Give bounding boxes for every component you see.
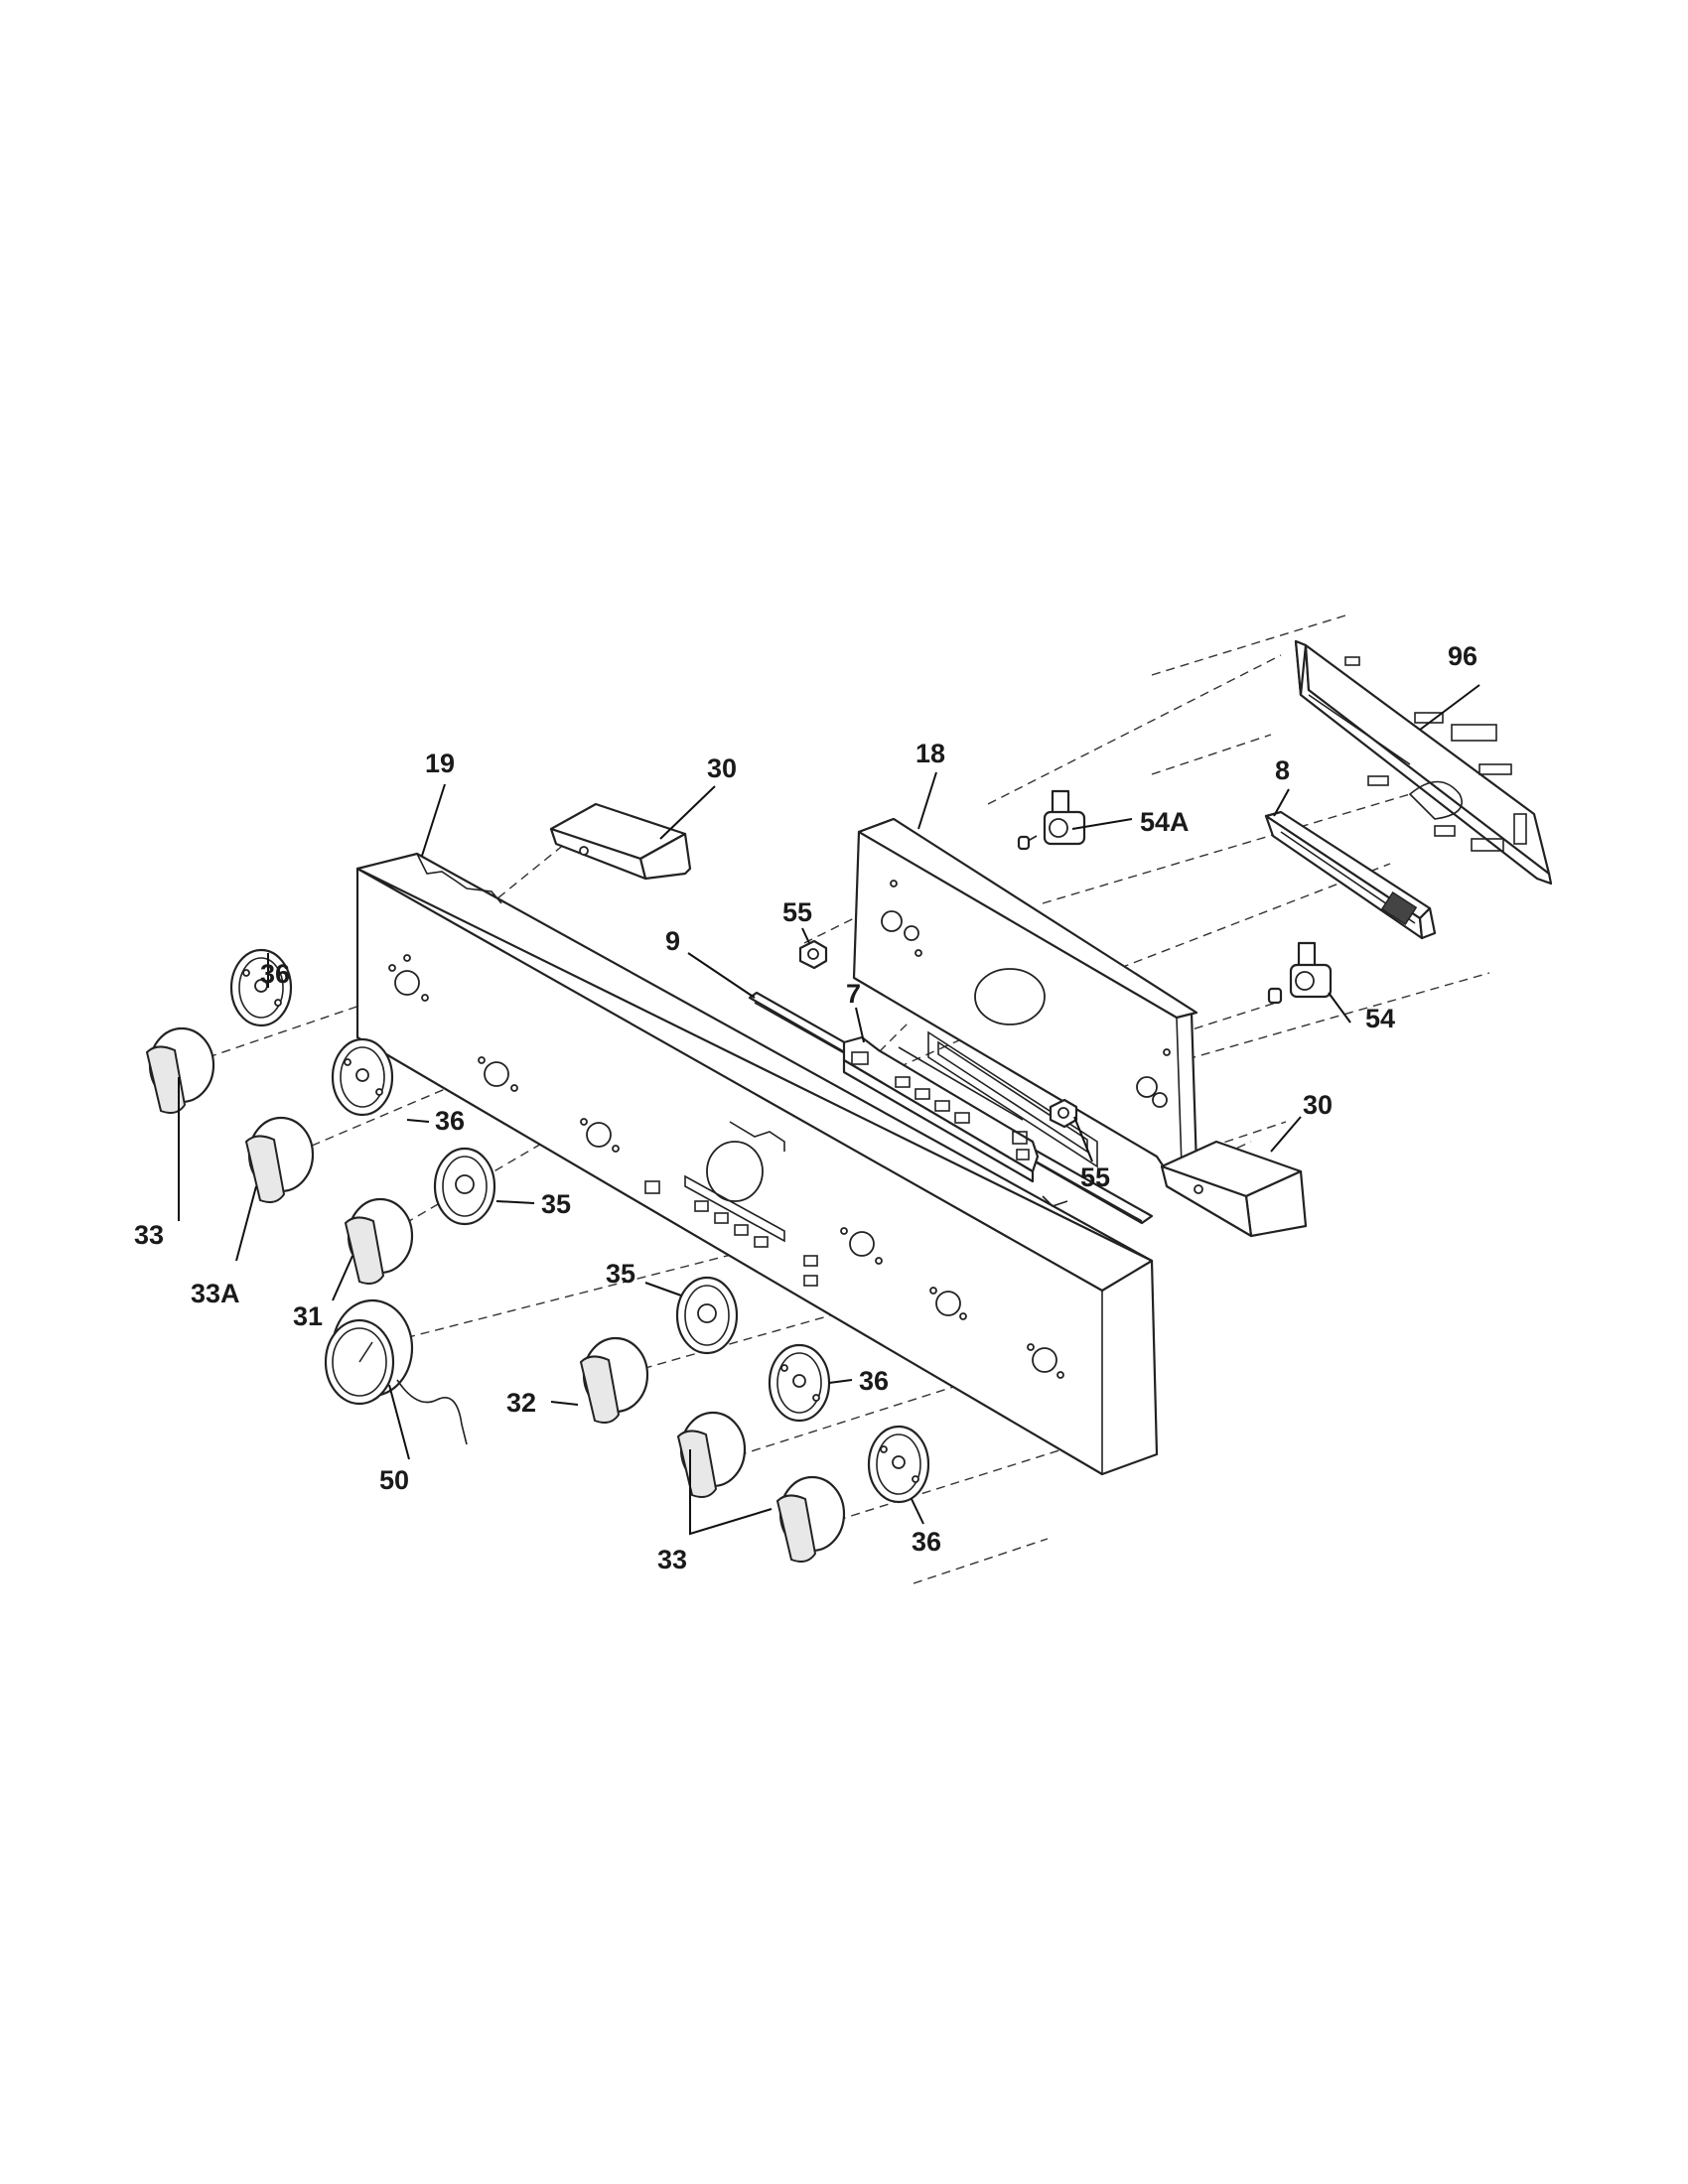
callout-30-lower: 30 — [1303, 1090, 1333, 1120]
knob-33-mid — [676, 1411, 747, 1498]
knob-33-left — [145, 1026, 215, 1114]
callout-36-d: 36 — [912, 1527, 941, 1557]
callout-55-lower: 55 — [1080, 1162, 1110, 1192]
knob-33A — [244, 1116, 315, 1203]
bezel-35-a — [433, 1147, 496, 1226]
callout-32: 32 — [506, 1388, 536, 1418]
control-board-96 — [1294, 639, 1553, 886]
knob-32 — [579, 1336, 649, 1424]
callout-36-b: 36 — [435, 1106, 465, 1136]
bezel-36-c — [768, 1343, 831, 1423]
knob-31 — [344, 1197, 414, 1285]
callout-labels: 96 18 8 19 30 54A 55 9 7 36 54 36 55 30 … — [134, 641, 1477, 1574]
callout-35-b: 35 — [606, 1259, 635, 1289]
gauge-50 — [324, 1298, 468, 1445]
bezel-36-b — [331, 1037, 394, 1117]
callout-18: 18 — [915, 739, 945, 768]
callout-96: 96 — [1448, 641, 1477, 671]
switch-54 — [1267, 941, 1333, 1005]
bezel-36-a — [229, 948, 293, 1027]
callout-33-left: 33 — [134, 1220, 164, 1250]
knob-33-right — [775, 1475, 846, 1563]
leader-lines — [178, 684, 1480, 1536]
callout-9: 9 — [665, 926, 680, 956]
callout-35-a: 35 — [541, 1189, 571, 1219]
callout-55-upper: 55 — [782, 897, 812, 927]
callout-8: 8 — [1275, 755, 1290, 785]
callout-33-bottom: 33 — [657, 1545, 687, 1574]
bezel-36-d — [867, 1425, 930, 1504]
switch-54A — [1017, 789, 1086, 851]
nut-55-lower — [1049, 1098, 1078, 1129]
bezel-35-b — [675, 1276, 739, 1355]
callout-50: 50 — [379, 1465, 409, 1495]
bracket-30-lower — [1160, 1140, 1308, 1238]
front-panel-19 — [355, 852, 1159, 1476]
callout-54: 54 — [1365, 1004, 1395, 1033]
callout-31: 31 — [293, 1301, 323, 1331]
keypad-7 — [842, 1035, 1040, 1183]
callout-19: 19 — [425, 749, 455, 778]
callout-36-a: 36 — [260, 959, 290, 989]
bracket-8 — [1264, 810, 1437, 940]
callout-30-upper: 30 — [707, 753, 737, 783]
callout-36-c: 36 — [859, 1366, 889, 1396]
callout-54A: 54A — [1140, 807, 1190, 837]
bracket-30-upper — [549, 802, 692, 881]
nut-55-upper — [798, 939, 828, 970]
callout-7: 7 — [846, 979, 861, 1009]
callout-33A: 33A — [191, 1279, 240, 1308]
rear-panel-18 — [852, 817, 1198, 1173]
